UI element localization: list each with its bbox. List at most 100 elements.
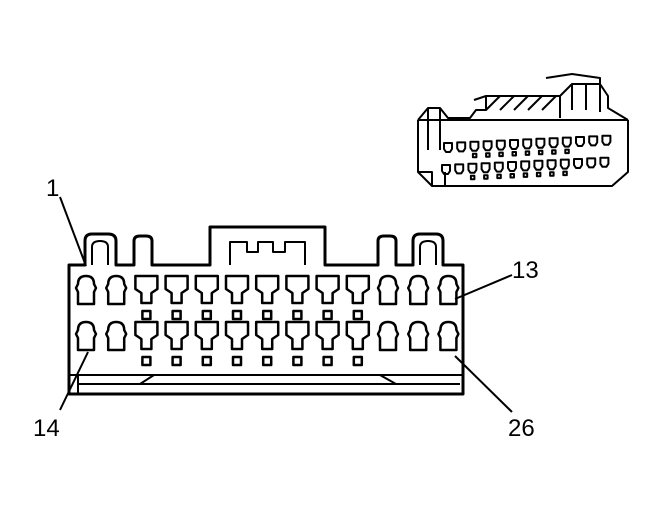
pin-cavity-23 bbox=[345, 320, 371, 351]
latch-window-4 bbox=[171, 309, 182, 321]
isometric-pin-cavity bbox=[548, 137, 559, 149]
leader-line-pin-26 bbox=[454, 355, 513, 413]
isometric-latch-window bbox=[535, 171, 542, 178]
isometric-pin-cavity bbox=[493, 161, 504, 173]
pin-cavity-26 bbox=[437, 320, 460, 352]
isometric-latch-window bbox=[522, 172, 529, 178]
latch-window-5 bbox=[201, 309, 213, 321]
latch-window-18 bbox=[201, 355, 213, 367]
isometric-pin-cavity bbox=[480, 162, 491, 174]
leader-line-pin-14 bbox=[59, 351, 89, 411]
pin-cavity-8 bbox=[285, 274, 310, 305]
isometric-pin-cavity bbox=[601, 134, 612, 146]
connector-front-view bbox=[67, 225, 465, 396]
latch-window-23 bbox=[352, 355, 364, 367]
pin-leader-lines bbox=[59, 196, 513, 413]
pin-cavity-3 bbox=[134, 274, 159, 305]
isometric-pin-cavity bbox=[467, 162, 478, 174]
isometric-pin-cavity bbox=[535, 137, 546, 149]
pin-cavity-10 bbox=[345, 274, 371, 305]
isometric-pin-cavity bbox=[546, 159, 557, 171]
isometric-pin-cavity bbox=[441, 164, 451, 175]
isometric-pin-cavity bbox=[482, 140, 493, 152]
isometric-latch-window bbox=[562, 170, 568, 177]
isometric-latch-window bbox=[469, 174, 476, 181]
pin-label-26: 26 bbox=[508, 415, 535, 442]
isometric-pin-cavity bbox=[469, 140, 480, 152]
connector-housing-outline bbox=[67, 225, 465, 396]
pin-cavity-6 bbox=[224, 274, 250, 305]
isometric-pin-cavity bbox=[456, 141, 467, 153]
isometric-latch-window bbox=[549, 171, 555, 177]
latch-window-9 bbox=[322, 309, 333, 321]
latch-window-19 bbox=[231, 355, 243, 367]
isometric-latch-window bbox=[524, 150, 531, 156]
isometric-pin-cavity bbox=[586, 157, 597, 169]
isometric-latch-window bbox=[496, 173, 502, 180]
pin-cavity-22 bbox=[315, 320, 340, 351]
pin-cavity-13 bbox=[437, 274, 460, 306]
pin-cavity-25 bbox=[406, 320, 430, 352]
pin-cavity-20 bbox=[254, 320, 280, 351]
latch-window-21 bbox=[292, 355, 303, 367]
isometric-pin-cavity bbox=[599, 156, 610, 168]
latch-window-6 bbox=[231, 309, 243, 321]
isometric-pin-cavity bbox=[573, 158, 583, 169]
isometric-pin-cavity bbox=[559, 158, 570, 170]
latch-window-20 bbox=[261, 355, 273, 367]
leader-line-pin-13 bbox=[454, 274, 513, 300]
pin-label-1: 1 bbox=[46, 175, 59, 202]
latch-window-3 bbox=[141, 309, 152, 321]
isometric-latch-window bbox=[509, 173, 515, 179]
pin-cavity-1 bbox=[74, 274, 98, 306]
pin-cavity-2 bbox=[104, 274, 128, 306]
pin-cavity-19 bbox=[224, 320, 250, 351]
connector-isometric-view bbox=[417, 73, 629, 187]
isometric-pin-cavity bbox=[443, 142, 453, 153]
latch-window-22 bbox=[322, 355, 333, 367]
pin-cavity-14 bbox=[74, 320, 98, 352]
isometric-latch-window bbox=[498, 151, 504, 158]
isometric-pin-cavity bbox=[454, 163, 465, 175]
front-pin-grid bbox=[74, 274, 460, 367]
isometric-latch-window bbox=[483, 174, 489, 180]
latch-window-7 bbox=[261, 309, 273, 321]
pin-cavity-21 bbox=[285, 320, 310, 351]
isometric-latch-window bbox=[485, 152, 491, 158]
pin-cavity-5 bbox=[194, 274, 220, 305]
isometric-latch-window bbox=[551, 149, 557, 155]
isometric-pin-cavity bbox=[533, 159, 544, 171]
pin-cavity-9 bbox=[315, 274, 340, 305]
isometric-pin-cavity bbox=[561, 136, 572, 148]
latch-window-8 bbox=[292, 309, 303, 321]
isometric-latch-window bbox=[537, 149, 544, 156]
pin-cavity-7 bbox=[254, 274, 280, 305]
isometric-pin-cavity bbox=[588, 135, 599, 147]
isometric-pin-cavity bbox=[507, 161, 517, 172]
isometric-latch-window bbox=[471, 152, 478, 159]
leader-line-pin-1 bbox=[59, 196, 87, 267]
isometric-pin-cavity bbox=[495, 139, 506, 151]
latch-window-16 bbox=[141, 355, 152, 367]
pin-cavity-15 bbox=[104, 320, 128, 352]
isometric-pin-cavity bbox=[520, 160, 531, 172]
pin-label-13: 13 bbox=[512, 257, 539, 284]
latch-window-17 bbox=[171, 355, 182, 367]
isometric-latch-window bbox=[511, 151, 517, 157]
isometric-pin-cavity bbox=[509, 139, 519, 150]
isometric-pin-row-bottom bbox=[441, 156, 610, 181]
latch-window-10 bbox=[352, 309, 364, 321]
isometric-pin-cavity bbox=[575, 136, 585, 147]
pin-label-14: 14 bbox=[33, 415, 60, 442]
pin-cavity-11 bbox=[376, 274, 400, 306]
pin-cavity-24 bbox=[376, 320, 400, 352]
pin-cavity-12 bbox=[406, 274, 430, 306]
pin-cavity-4 bbox=[164, 274, 189, 305]
pin-cavity-18 bbox=[194, 320, 220, 351]
isometric-pin-cavity bbox=[522, 138, 533, 150]
pin-cavity-17 bbox=[164, 320, 189, 351]
isometric-pin-row-top bbox=[443, 134, 612, 159]
pin-cavity-16 bbox=[134, 320, 159, 351]
isometric-latch-window bbox=[564, 148, 570, 155]
